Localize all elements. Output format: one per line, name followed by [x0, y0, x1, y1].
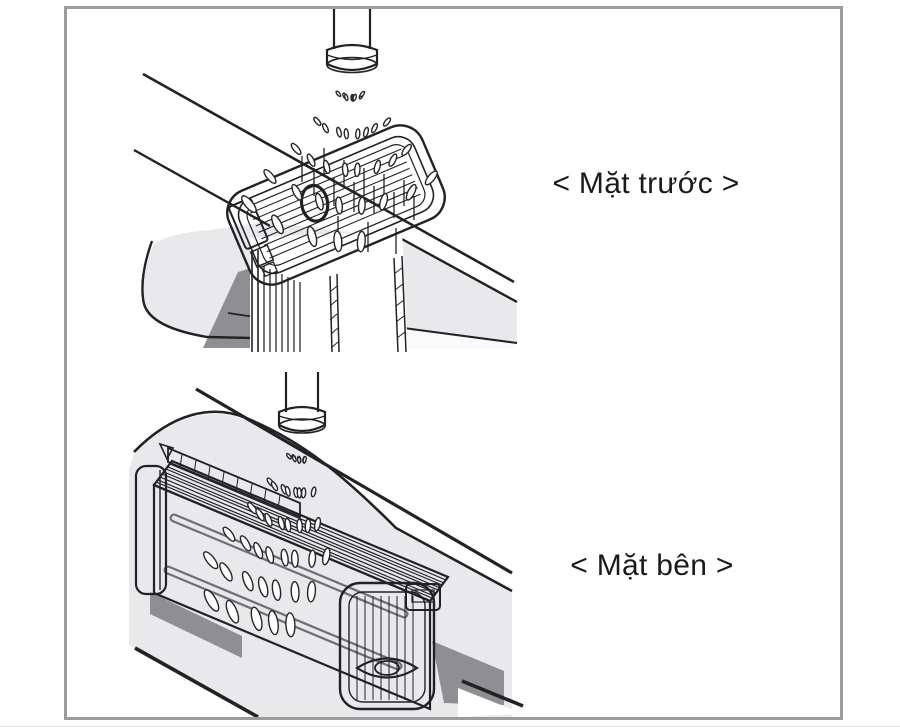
figure-frame [64, 6, 843, 720]
filter-icon [134, 442, 450, 711]
faucet-nozzle [326, 56, 378, 74]
front-view-label: < Mặt trước > [552, 167, 740, 200]
side-view-label: < Mặt bên > [570, 549, 734, 582]
water-spray-icon [241, 90, 438, 253]
cap-hole [354, 657, 420, 679]
filter-top-rim [226, 124, 446, 286]
water-spray-icon [203, 452, 331, 638]
faucet-icon [325, 9, 379, 74]
front-view-illustration [133, 9, 518, 353]
filter-front-face [152, 483, 432, 711]
sink-floor [388, 326, 517, 349]
faucet-icon [277, 372, 327, 434]
water-streaks [301, 148, 415, 254]
filter-latch [228, 197, 269, 250]
sink-shadow [150, 592, 242, 658]
filter-icon [226, 124, 446, 353]
filter-left-cap [134, 464, 168, 596]
sink-icon [128, 387, 524, 717]
illustration-canvas [128, 9, 524, 717]
side-view-illustration [128, 372, 524, 717]
filter-right-cap [338, 581, 441, 711]
page-edge [0, 726, 900, 727]
rim-hole [299, 183, 330, 223]
counter-edge [142, 72, 515, 284]
faucet-nozzle [278, 418, 326, 434]
cap-tab [405, 583, 441, 611]
